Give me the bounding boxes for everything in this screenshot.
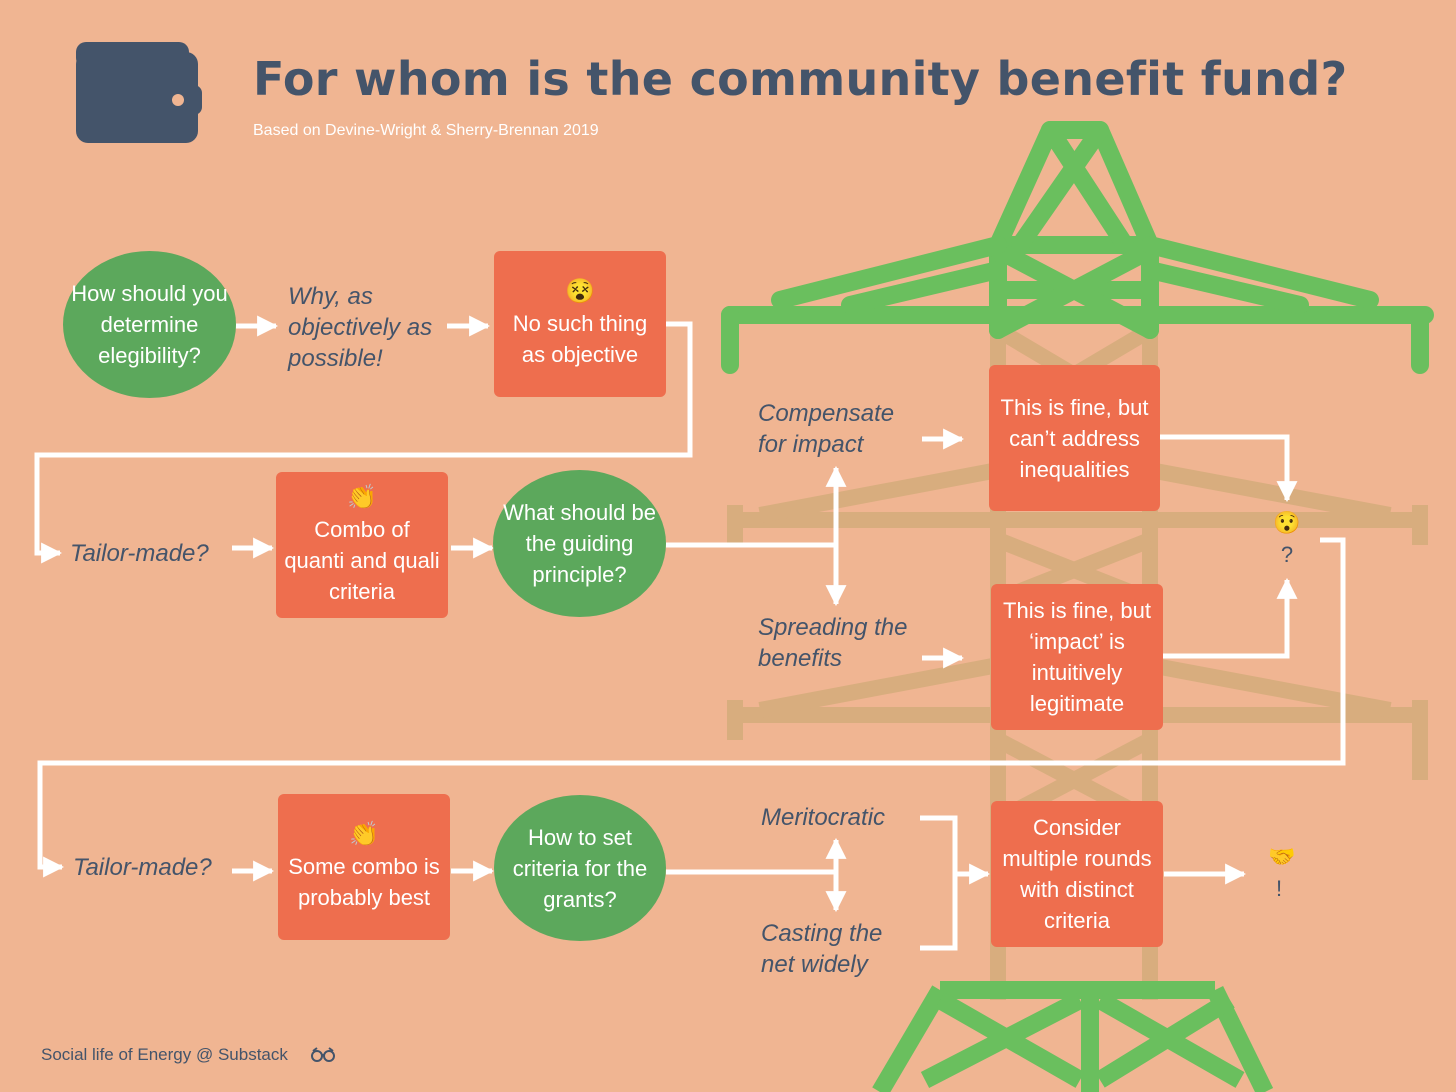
hushed-face-icon: 😯 [1273, 510, 1301, 535]
no-objective-box: 😵 No such thing as objective [494, 251, 666, 397]
grant-criteria-question: How to set criteria for the grants? [494, 795, 666, 941]
question-mark: ? [1280, 542, 1294, 567]
result-inequalities-box: This is fine, but can’t address inequali… [989, 365, 1160, 511]
multiple-rounds-text: Consider multiple rounds with distinct c… [1002, 815, 1152, 933]
result-impact-text: This is fine, but ‘impact’ is intuitivel… [1003, 598, 1151, 716]
handshake-icon: 🤝 [1268, 844, 1296, 869]
casting-net-branch: Casting the net widely [761, 920, 883, 978]
wallet-icon [76, 42, 202, 143]
source-citation: Based on Devine-Wright & Sherry-Brennan … [253, 122, 599, 139]
tailor-made-label-2: Tailor-made? [73, 854, 212, 881]
some-combo-box: 👏 Some combo is probably best [278, 794, 450, 940]
dizzy-face-icon: 😵 [565, 278, 595, 305]
arrow-result-a-to-end [1160, 434, 1298, 503]
clapping-hands-icon: 👏 [347, 483, 377, 511]
spreading-branch: Spreading the benefits [758, 614, 908, 672]
connector-row2-row3 [37, 537, 1346, 878]
clapping-hands-icon-2: 👏 [349, 821, 379, 848]
connector-row1-row2 [34, 321, 693, 564]
combo-criteria-box: 👏 Combo of quanti and quali criteria [276, 472, 448, 618]
result-inequalities-text: This is fine, but can’t address inequali… [1000, 394, 1149, 482]
tailor-made-label-1: Tailor-made? [70, 540, 209, 567]
bracket-row3 [920, 815, 958, 951]
arrow-result-b-to-end [1163, 577, 1298, 659]
glasses-icon [311, 1047, 335, 1062]
objective-answer: Why, as objectively as possible! [288, 283, 433, 372]
guiding-principle-question: What should be the guiding principle? [493, 470, 666, 617]
result-impact-box: This is fine, but ‘impact’ is intuitivel… [991, 584, 1163, 730]
multiple-rounds-box: Consider multiple rounds with distinct c… [991, 801, 1163, 947]
footer-credit: Social life of Energy @ Substack [41, 1045, 288, 1064]
combo-criteria-text: Combo of quanti and quali criteria [284, 516, 440, 604]
compensate-branch: Compensate for impact [758, 400, 895, 458]
meritocratic-branch: Meritocratic [761, 804, 886, 831]
page-title: For whom is the community benefit fund? [253, 52, 1348, 106]
no-objective-text: No such thing as objective [512, 311, 648, 367]
exclamation-mark: ! [1275, 876, 1283, 901]
some-combo-text: Some combo is probably best [288, 854, 440, 910]
elegibility-question: How should you determine elegibility? [63, 251, 236, 398]
